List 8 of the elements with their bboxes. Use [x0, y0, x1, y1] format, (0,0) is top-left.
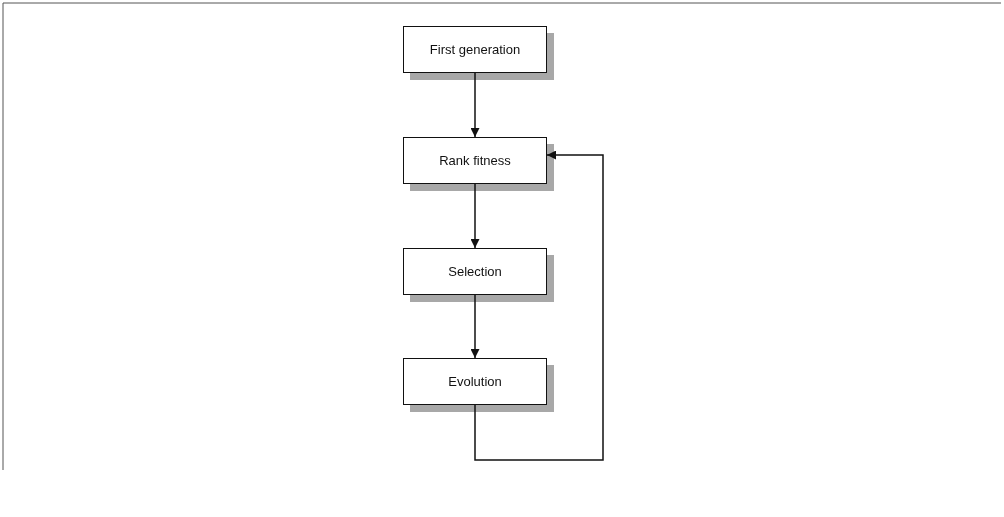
box-label: First generation	[429, 42, 521, 57]
box-label: Selection	[448, 264, 502, 279]
arrow	[470, 72, 480, 138]
arrow	[470, 294, 480, 359]
arrow	[474, 150, 604, 461]
arrow	[470, 183, 480, 249]
box-label: Evolution	[448, 374, 502, 389]
box-label: Rank fitness	[439, 153, 511, 168]
